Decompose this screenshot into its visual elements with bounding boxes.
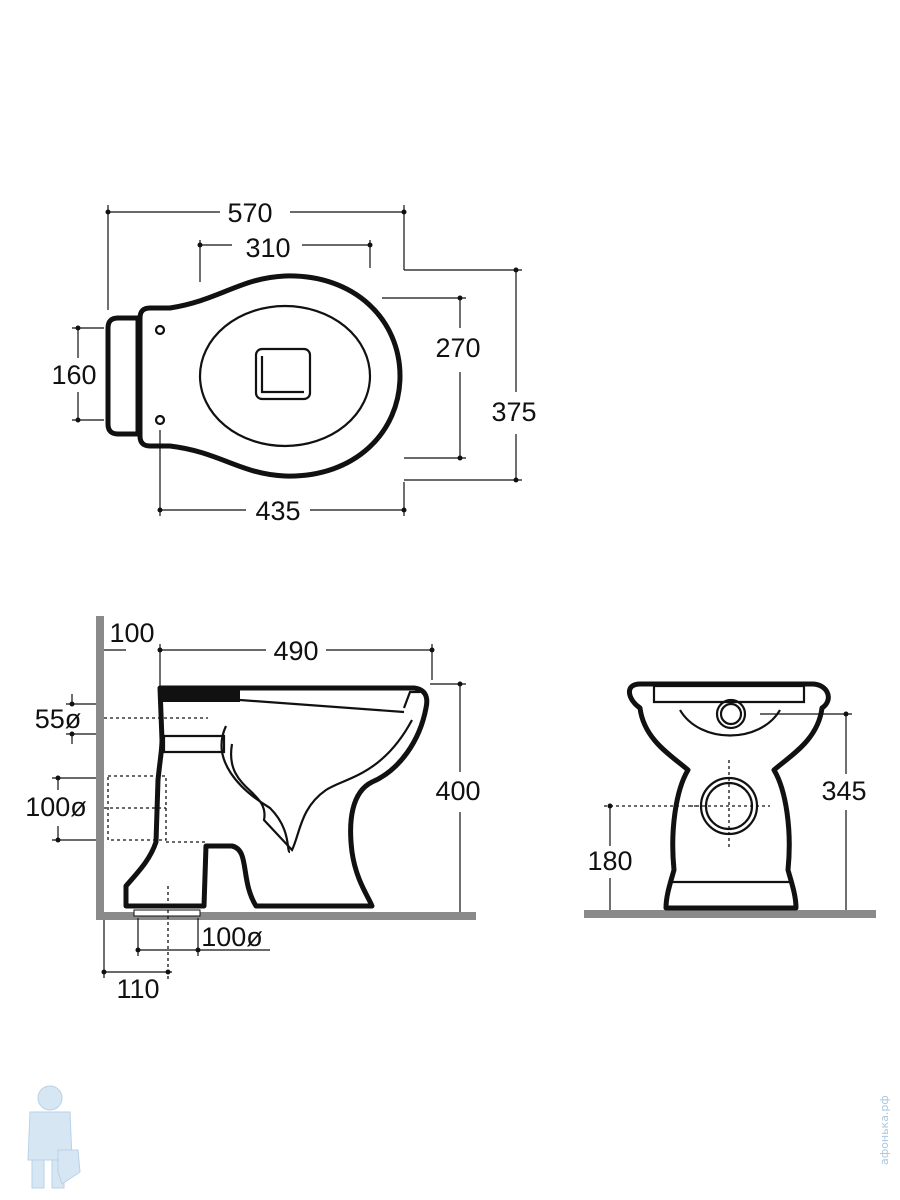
dim-490: 490 [157, 636, 435, 680]
mascot-head-icon [37, 1085, 63, 1111]
dim-400: 400 [430, 681, 481, 912]
dim-435-label: 435 [255, 496, 300, 526]
dim-435: 435 [157, 430, 407, 526]
dim-375-label: 375 [491, 397, 536, 427]
dim-180-label: 180 [587, 846, 632, 876]
top-view-hinge-hole [154, 324, 166, 336]
dim-310-label: 310 [245, 233, 290, 263]
side-view-floor [96, 912, 476, 920]
side-view-wall [96, 616, 104, 920]
dim-160-label: 160 [51, 360, 96, 390]
dim-375: 375 [404, 267, 537, 483]
dim-160: 160 [51, 325, 104, 423]
mascot-toilet-icon [57, 1149, 81, 1185]
dim-100-wall: 100 [104, 618, 161, 686]
dim-310: 310 [197, 233, 373, 282]
dim-55-diameter: 55ø [35, 694, 96, 744]
dim-270-label: 270 [435, 333, 480, 363]
dim-180: 180 [587, 803, 700, 910]
dim-490-label: 490 [273, 636, 318, 666]
dim-570: 570 [105, 198, 407, 310]
watermark-text: афонька.рф [878, 1095, 891, 1165]
dim-100-diameter-outlet: 100ø [25, 775, 96, 843]
top-view-tank [105, 315, 141, 437]
dim-100-diameter-floor: 100ø [135, 918, 270, 956]
dim-110-label: 110 [116, 974, 159, 1004]
top-view-bowl-outline [137, 273, 403, 479]
front-view-floor [584, 910, 876, 918]
dim-270: 270 [382, 295, 481, 461]
front-view-inlet [715, 698, 747, 730]
dim-100-diameter-outlet-label: 100ø [25, 792, 87, 822]
dim-570-label: 570 [227, 198, 272, 228]
side-view: 100 490 400 55ø [25, 616, 481, 1004]
dim-345: 345 [760, 711, 867, 910]
top-view-drain [254, 347, 312, 401]
side-view-body [123, 685, 430, 909]
top-view: 570 310 270 [51, 198, 536, 526]
dim-110: 110 [101, 920, 172, 1004]
dim-345-label: 345 [821, 776, 866, 806]
top-view-inner-bowl [198, 304, 372, 448]
top-view-hinge-hole [154, 414, 166, 426]
dim-55-diameter-label: 55ø [35, 704, 82, 734]
dim-400-label: 400 [435, 776, 480, 806]
dim-100-diameter-floor-label: 100ø [201, 922, 263, 952]
dim-100-wall-label: 100 [109, 618, 154, 648]
front-view: 345 180 [584, 681, 876, 918]
watermark-mascot [27, 1085, 81, 1189]
